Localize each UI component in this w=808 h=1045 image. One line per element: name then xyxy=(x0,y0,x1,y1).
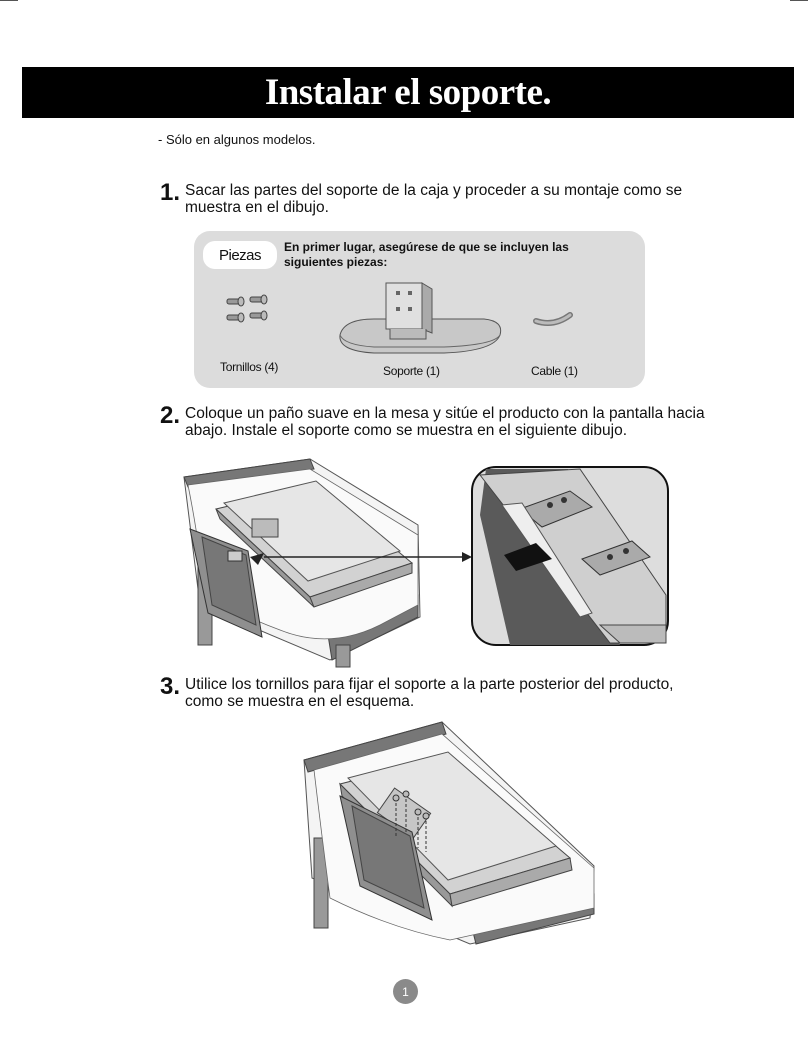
stand-icon xyxy=(339,282,502,354)
part-label-stand: Soporte (1) xyxy=(383,364,440,378)
crop-mark-left xyxy=(0,0,18,1)
screws-icon xyxy=(226,294,268,323)
step-1: 1. Sacar las partes del soporte de la ca… xyxy=(160,179,682,217)
step-3: 3. Utilice los tornillos para fijar el s… xyxy=(160,673,674,711)
part-label-screws: Tornillos (4) xyxy=(220,360,279,374)
parts-intro: En primer lugar, asegúrese de que se inc… xyxy=(284,240,584,270)
step-text-line: Sacar las partes del soporte de la caja … xyxy=(185,182,683,199)
parts-intro-line: siguientes piezas: xyxy=(284,255,388,269)
step-text-line: muestra en el dibujo. xyxy=(185,199,329,216)
parts-intro-line: En primer lugar, asegúrese de que se inc… xyxy=(284,240,569,254)
step-text-line: como se muestra en el esquema. xyxy=(185,693,415,710)
parts-box: Piezas En primer lugar, asegúrese de que… xyxy=(194,231,645,388)
step-number: 2. xyxy=(160,402,181,429)
zoom-inset xyxy=(471,466,669,646)
parts-tab: Piezas xyxy=(203,241,277,269)
step-text: Sacar las partes del soporte de la caja … xyxy=(185,182,682,216)
step-2: 2. Coloque un paño suave en la mesa y si… xyxy=(160,402,705,440)
page-number: 1 xyxy=(393,979,418,1004)
part-label-cable: Cable (1) xyxy=(531,364,578,378)
monitor-on-table-illustration xyxy=(183,458,669,668)
step-text-line: Coloque un paño suave en la mesa y sitúe… xyxy=(185,405,705,422)
title-bar: Instalar el soporte. xyxy=(22,67,794,118)
crop-mark-right xyxy=(790,0,808,1)
step-text: Coloque un paño suave en la mesa y sitúe… xyxy=(185,405,705,439)
step-number: 1. xyxy=(160,179,181,206)
models-note: - Sólo en algunos modelos. xyxy=(158,132,316,147)
step-text: Utilice los tornillos para fijar el sopo… xyxy=(185,676,674,710)
step-text-line: Utilice los tornillos para fijar el sopo… xyxy=(185,676,674,693)
step-text-line: abajo. Instale el soporte como se muestr… xyxy=(185,422,628,439)
attach-stand-illustration xyxy=(303,721,595,945)
cable-icon xyxy=(533,312,573,326)
page-title: Instalar el soporte. xyxy=(264,72,552,113)
step-number: 3. xyxy=(160,673,181,700)
